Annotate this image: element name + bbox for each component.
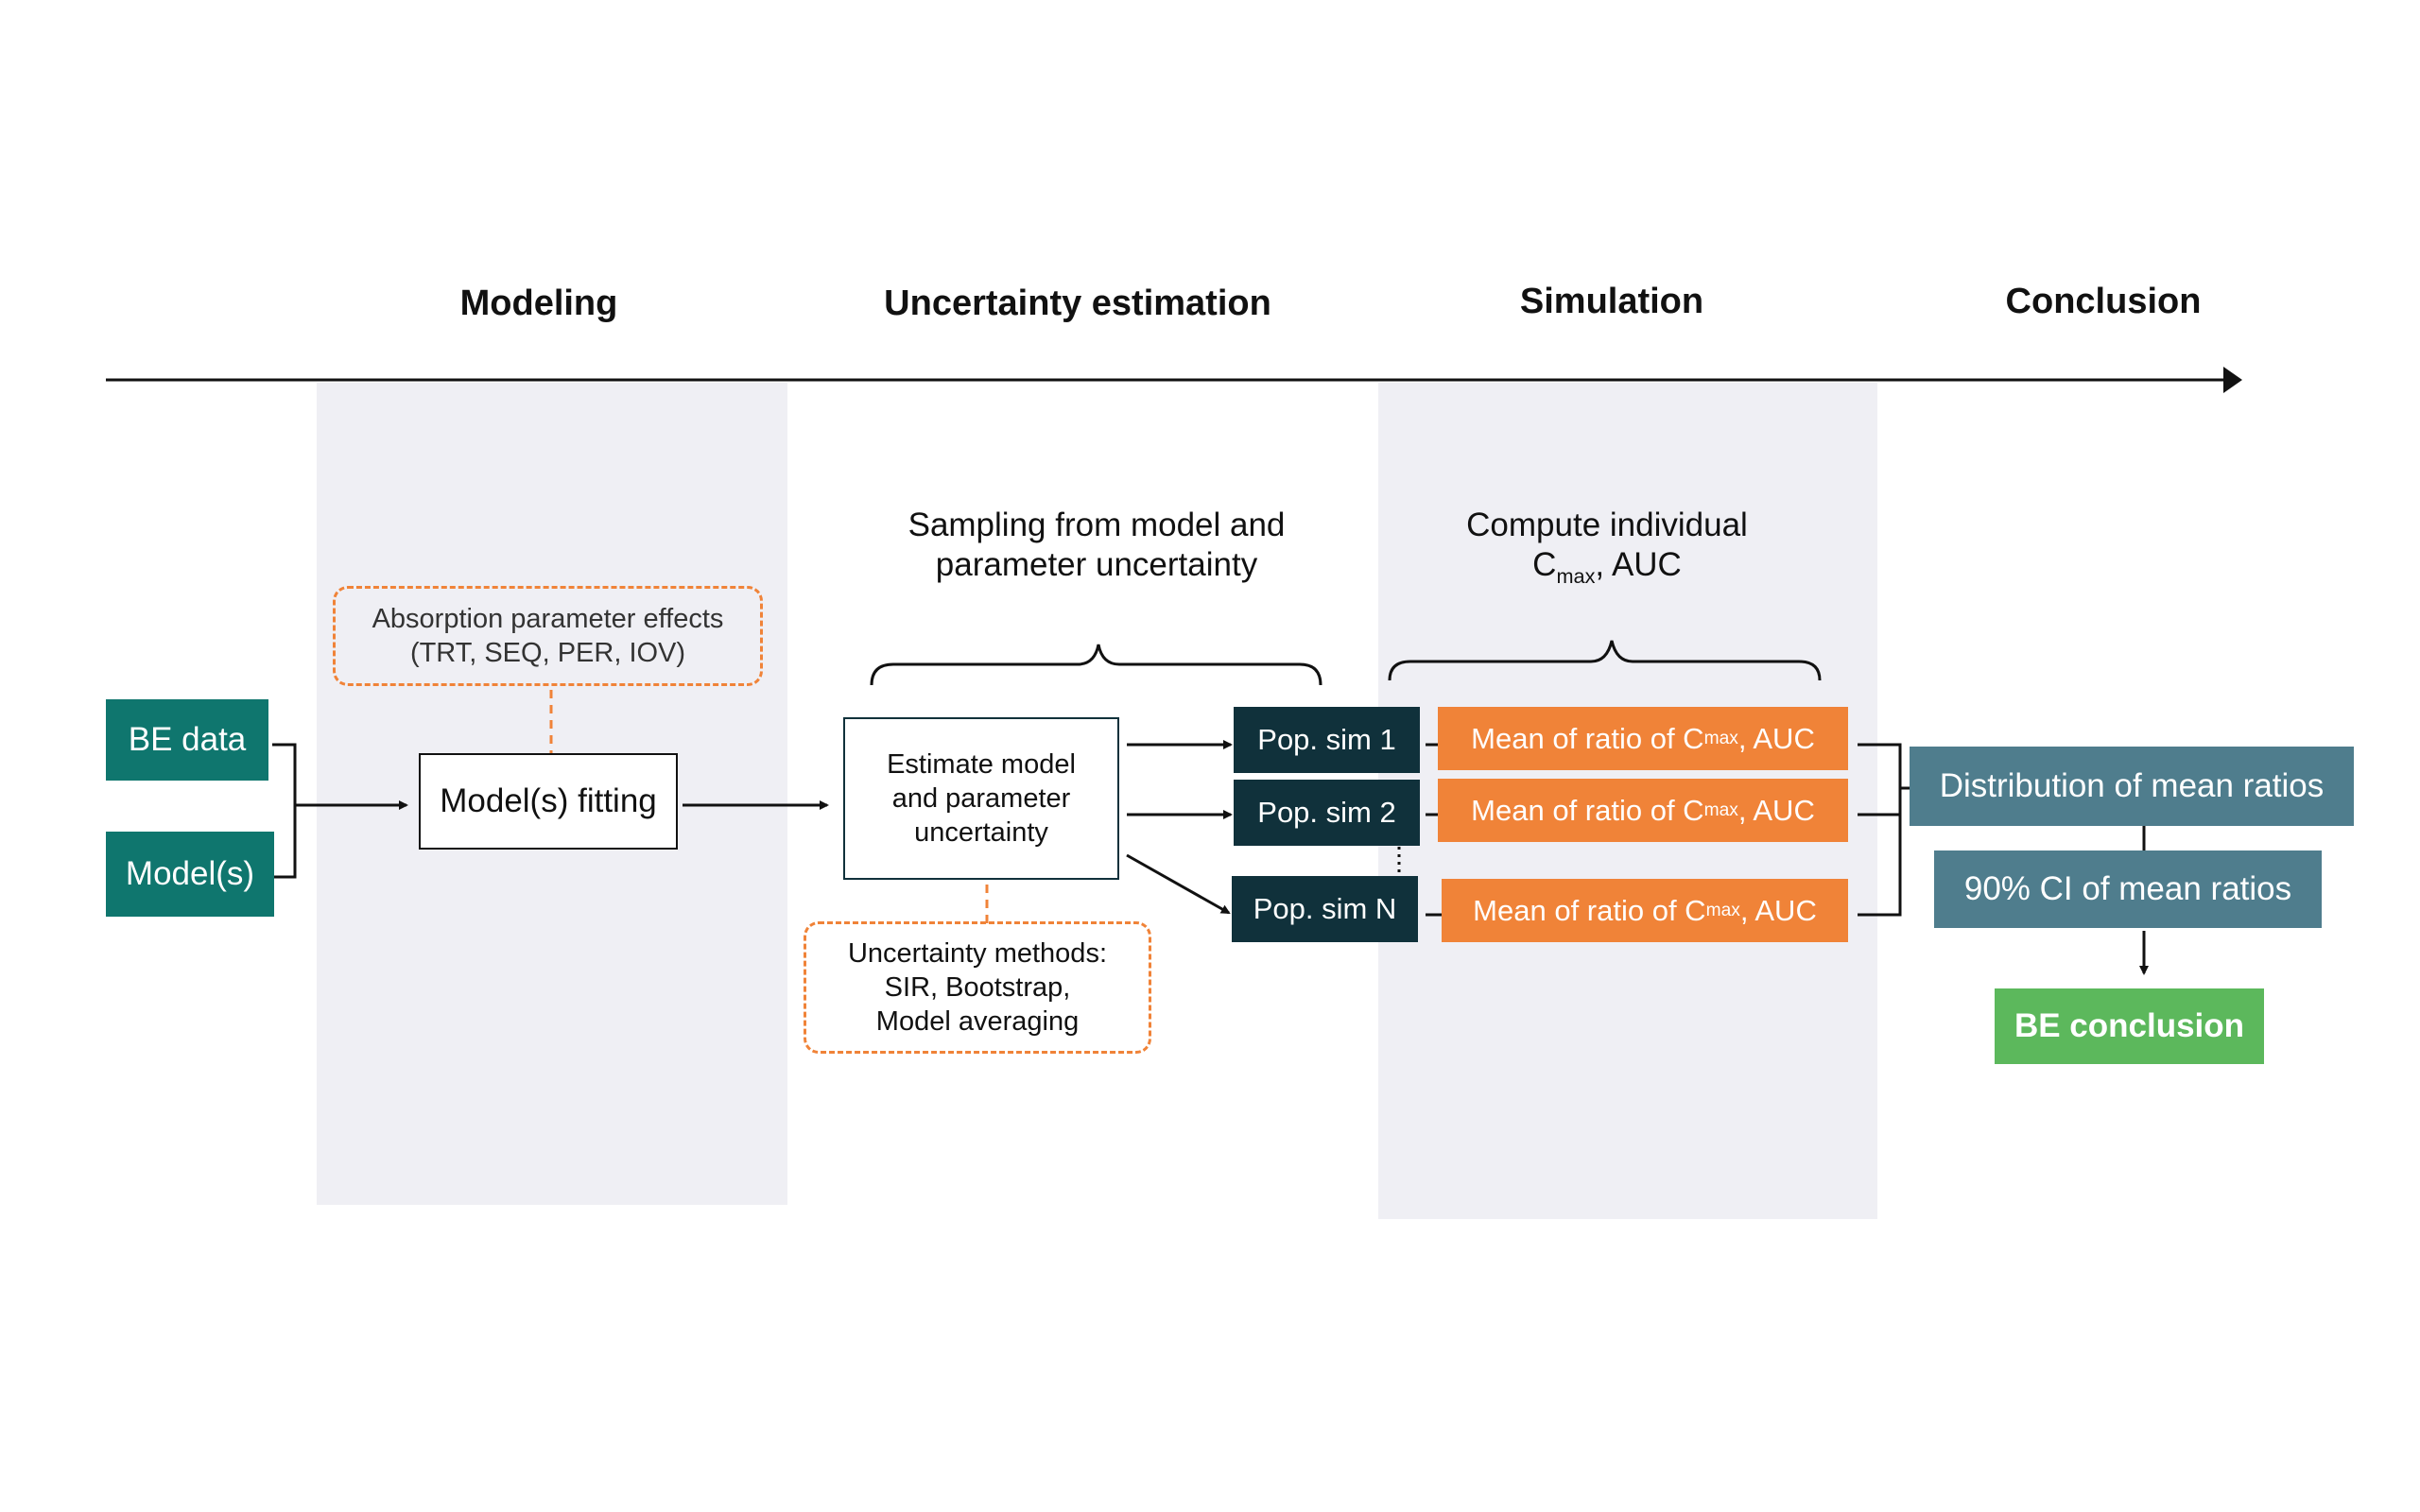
pop-sim-2: Pop. sim 2 [1234,780,1420,846]
pop-sim-1: Pop. sim 1 [1234,707,1420,773]
sampling-label-line2: parameter uncertainty [935,546,1258,583]
mean-ratio-sub: max [1703,799,1738,820]
model-fitting-box: Model(s) fitting [419,753,678,850]
inputs-bracket [272,743,297,879]
uncertainty-methods-note: Uncertainty methods: SIR, Bootstrap, Mod… [804,921,1151,1054]
uncertainty-methods-line3: Model averaging [875,1006,1080,1037]
compute-auc: , AUC [1595,546,1682,583]
mean-ratio-suffix: , AUC [1739,893,1817,927]
compute-label-line1: Compute individual [1466,507,1748,543]
compute-label: Compute individual Cmax, AUC [1409,506,1806,596]
sampling-label: Sampling from model and parameter uncert… [851,506,1342,585]
mean-ratio-prefix: Mean of ratio of C [1473,893,1706,927]
mean-ratio-prefix: Mean of ratio of C [1471,793,1704,827]
estimate-line1: Estimate model [887,749,1076,780]
mean-ratio-suffix: , AUC [1737,793,1815,827]
models-box: Model(s) [106,832,274,917]
compute-cmax-sub: max [1556,564,1596,588]
phase-simulation: Simulation [1519,282,1704,321]
be-data-box: BE data [106,699,268,781]
pop-sim-n: Pop. sim N [1232,876,1418,942]
phase-conclusion: Conclusion [2005,282,2202,321]
mean-ratio-suffix: , AUC [1737,721,1815,755]
absorption-note-line1: Absorption parameter effects [372,604,724,634]
mean-ratio-sub: max [1703,728,1738,748]
uncertainty-methods-line1: Uncertainty methods: [847,938,1107,969]
estimate-line3: uncertainty [914,817,1048,848]
sampling-label-line1: Sampling from model and [908,507,1286,543]
compute-cmax: C [1532,546,1557,583]
uncertainty-methods-line2: SIR, Bootstrap, [884,972,1071,1003]
distribution-box: Distribution of mean ratios [1910,747,2354,826]
sampling-brace [870,644,1322,686]
mean-ratio-prefix: Mean of ratio of C [1471,721,1704,755]
absorption-note-line2: (TRT, SEQ, PER, IOV) [409,638,686,668]
absorption-note: Absorption parameter effects (TRT, SEQ, … [333,586,763,686]
phase-uncertainty-estimation: Uncertainty estimation [884,284,1271,323]
compute-label-line2: Cmax, AUC [1409,545,1806,596]
be-conclusion-box: BE conclusion [1995,988,2264,1064]
ci-box: 90% CI of mean ratios [1934,850,2322,928]
phase-modeling: Modeling [459,284,618,323]
estimate-uncertainty-box: Estimate model and parameter uncertainty [843,717,1119,880]
estimate-line2: and parameter [891,783,1071,814]
mean-ratio-sub: max [1705,900,1740,920]
